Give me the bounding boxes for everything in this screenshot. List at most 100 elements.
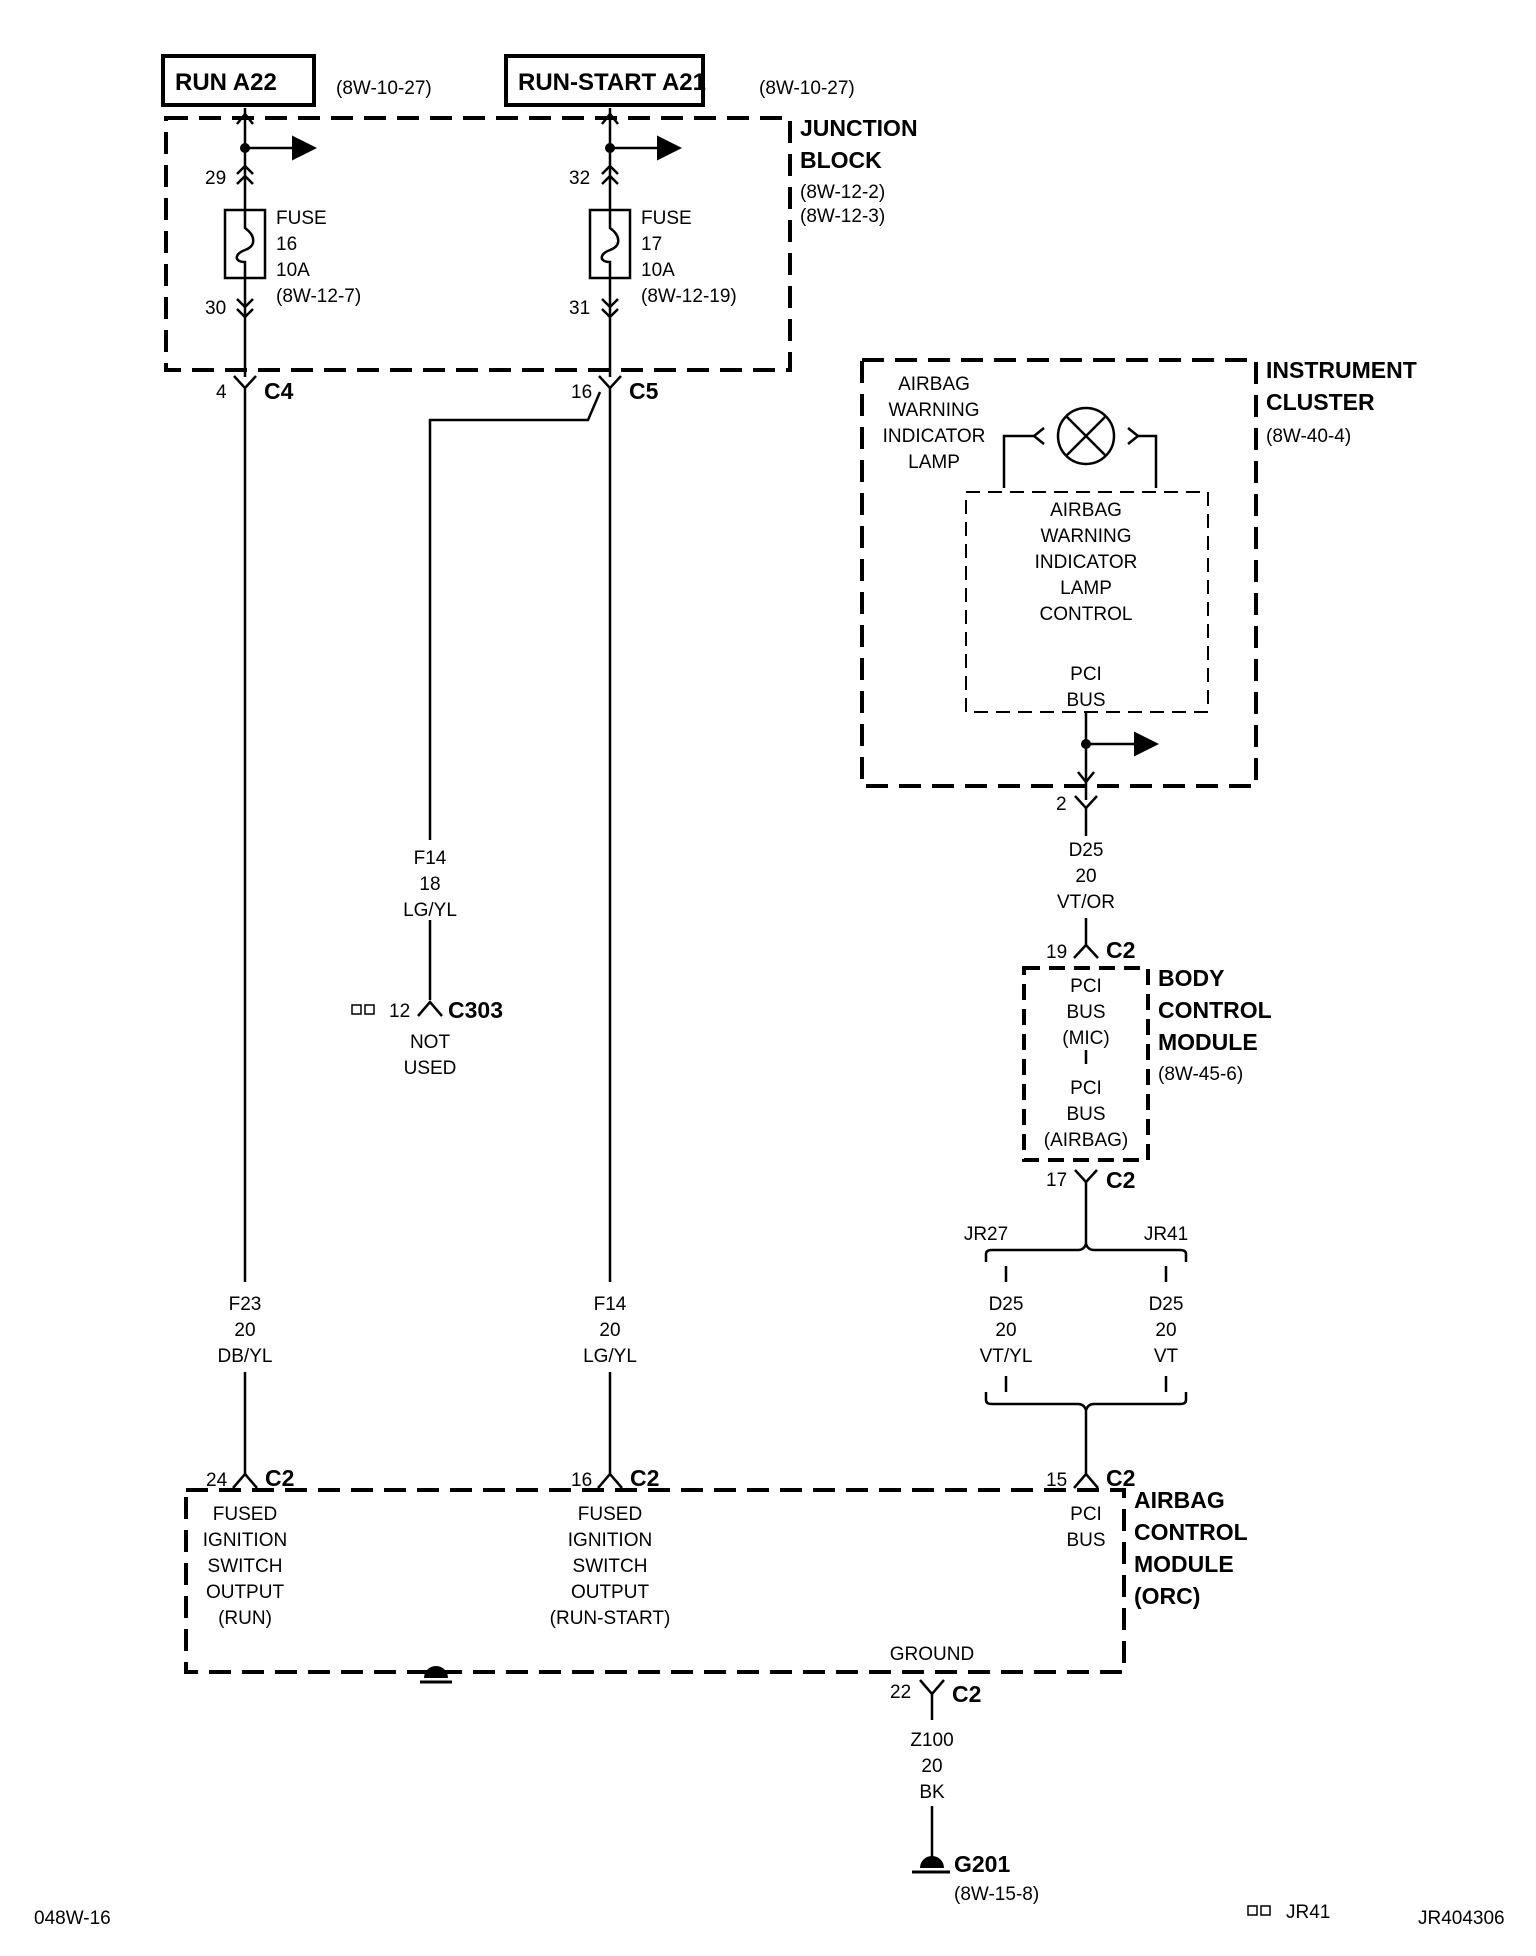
- instrument-cluster-title-2: CLUSTER: [1266, 389, 1375, 415]
- c4-label: C4: [264, 378, 294, 404]
- instrument-cluster-title-1: INSTRUMENT: [1266, 357, 1417, 383]
- wire-d25-top-label: D25 20 VT/OR: [1057, 840, 1115, 913]
- wire-f23-code: F23: [229, 1294, 262, 1315]
- orc-conn-pci: C2: [1106, 1465, 1135, 1491]
- fuse-16-label-2: 16: [276, 234, 297, 255]
- bcm-pci-mic-3: (MIC): [1062, 1028, 1109, 1049]
- instrument-cluster: INSTRUMENT CLUSTER (8W-40-4) AIRBAG WARN…: [860, 357, 1417, 815]
- run-a22-ref: (8W-10-27): [336, 78, 432, 99]
- bcm-pci-mic-1: PCI: [1070, 976, 1102, 997]
- fuse-17-label-3: 10A: [641, 260, 675, 281]
- c303-used: USED: [404, 1058, 457, 1079]
- c4-pin: 4: [216, 382, 227, 403]
- variant-left-tag: JR27: [964, 1224, 1008, 1245]
- run-a22-label: RUN A22: [175, 69, 277, 96]
- orc-pin-16-connector-icon: [597, 1472, 623, 1489]
- orc-pci-text-2: BUS: [1066, 1530, 1105, 1551]
- orc-conn-ground: C2: [952, 1681, 981, 1707]
- orc-runstart-text-4: OUTPUT: [571, 1582, 650, 1603]
- c303-pin: 12: [389, 1001, 410, 1022]
- run-start-a21-ref: (8W-10-27): [759, 78, 855, 99]
- bcm-pci-mic-2: BUS: [1066, 1002, 1105, 1023]
- pci-label-2: BUS: [1066, 690, 1105, 711]
- body-control-module: 19 C2 BODY CONTROL MODULE (8W-45-6) PCI …: [1022, 937, 1272, 1193]
- variant-left-color: VT/YL: [980, 1346, 1033, 1367]
- bcm-ref: (8W-45-6): [1158, 1064, 1243, 1085]
- fuse-17-label-1: FUSE: [641, 208, 692, 229]
- orc-pin-ground: 22: [890, 1682, 911, 1703]
- c303-connector: 12 C303 NOT USED: [351, 997, 503, 1079]
- bcm-pin-bottom: 17: [1046, 1170, 1067, 1191]
- wire-f14-branch: [428, 391, 602, 840]
- wire-f14-label: F14 20 LG/YL: [580, 1290, 640, 1372]
- junction-block-title-1: JUNCTION: [800, 115, 918, 141]
- bcm-pci-airbag-1: PCI: [1070, 1078, 1102, 1099]
- orc-runstart-text-3: SWITCH: [573, 1556, 648, 1577]
- airbag-control-module: AIRBAG CONTROL MODULE (ORC) 24 C2 FUSED …: [184, 1465, 1248, 1707]
- c5-connector-icon: [598, 375, 622, 390]
- wire-z100-gauge: 20: [921, 1756, 942, 1777]
- wire-f14-gauge: 20: [599, 1320, 620, 1341]
- wire-f23-label: F23 20 DB/YL: [215, 1290, 275, 1372]
- control-label-2: WARNING: [1040, 526, 1131, 547]
- fuse-16-pin-out: 30: [205, 298, 226, 319]
- fuse-17-label-4: (8W-12-19): [641, 286, 737, 307]
- bcm-c2-bottom-connector-icon: [1074, 1169, 1098, 1184]
- fuse-16-circuit: 29 30 FUSE 16 10A (8W-12-7): [205, 108, 361, 377]
- fuse-16-pin-in: 29: [205, 168, 226, 189]
- orc-title-2: CONTROL: [1134, 1519, 1248, 1545]
- c4-connector-icon: [233, 375, 257, 390]
- lamp-label-2: WARNING: [888, 400, 979, 421]
- run-start-a21-label: RUN-START A21: [518, 69, 706, 96]
- pci-label-1: PCI: [1070, 664, 1102, 685]
- orc-title-1: AIRBAG: [1134, 1487, 1225, 1513]
- orc-ground-text: GROUND: [890, 1644, 974, 1665]
- c303-not: NOT: [410, 1032, 451, 1053]
- wire-f14-color: LG/YL: [583, 1346, 637, 1367]
- g201-ref: (8W-15-8): [954, 1884, 1039, 1905]
- junction-block-ref-1: (8W-12-2): [800, 182, 885, 203]
- fuse-17-pin-out: 31: [569, 298, 590, 319]
- orc-pin-run: 24: [206, 1470, 228, 1491]
- orc-pin-runstart: 16: [571, 1470, 592, 1491]
- bcm-conn-bottom: C2: [1106, 1167, 1135, 1193]
- variant-right-tag: JR41: [1144, 1224, 1188, 1245]
- run-a22-header: RUN A22 (8W-10-27): [161, 54, 432, 107]
- wire-d25-top-color: VT/OR: [1057, 892, 1115, 913]
- bcm-c2-top-connector-icon: [1073, 943, 1099, 959]
- run-start-a21-header: RUN-START A21 (8W-10-27): [504, 54, 855, 107]
- wire-f14-code: F14: [594, 1294, 627, 1315]
- junction-block: JUNCTION BLOCK (8W-12-2) (8W-12-3) 29 30…: [164, 108, 918, 404]
- variant-right-code: D25: [1149, 1294, 1184, 1315]
- footer-variant: JR41: [1247, 1902, 1330, 1923]
- c5-pin: 16: [571, 382, 592, 403]
- variant-right-color: VT: [1154, 1346, 1179, 1367]
- wire-d25-top-code: D25: [1069, 840, 1104, 861]
- wire-f23-color: DB/YL: [218, 1346, 273, 1367]
- bcm-pci-airbag-2: BUS: [1066, 1104, 1105, 1125]
- variant-left-gauge: 20: [995, 1320, 1016, 1341]
- c5-label: C5: [629, 378, 659, 404]
- orc-runstart-text-1: FUSED: [578, 1504, 642, 1525]
- c303-connector-icon: [417, 1000, 443, 1017]
- footer-left-code: 048W-16: [34, 1908, 111, 1929]
- wire-f14-top-gauge: 18: [419, 874, 440, 895]
- bcm-title-2: CONTROL: [1158, 997, 1272, 1023]
- bcm-title-1: BODY: [1158, 965, 1224, 991]
- orc-run-text-1: FUSED: [213, 1504, 277, 1525]
- footer-variant-tag: JR41: [1286, 1902, 1330, 1923]
- lamp-label-4: LAMP: [908, 452, 960, 473]
- warning-lamp-icon: [1002, 406, 1158, 488]
- control-label-5: CONTROL: [1040, 604, 1133, 625]
- variant-left-code: D25: [989, 1294, 1024, 1315]
- bcm-pin-top: 19: [1046, 942, 1067, 963]
- orc-title-3: MODULE: [1134, 1551, 1234, 1577]
- orc-pin-24-connector-icon: [232, 1472, 258, 1489]
- bcm-pci-airbag-3: (AIRBAG): [1044, 1130, 1128, 1151]
- wire-f23-gauge: 20: [234, 1320, 255, 1341]
- orc-runstart-text-2: IGNITION: [568, 1530, 652, 1551]
- fuse-16-label-4: (8W-12-7): [276, 286, 361, 307]
- junction-block-title-2: BLOCK: [800, 147, 882, 173]
- wire-z100-label: Z100 20 BK: [910, 1730, 953, 1803]
